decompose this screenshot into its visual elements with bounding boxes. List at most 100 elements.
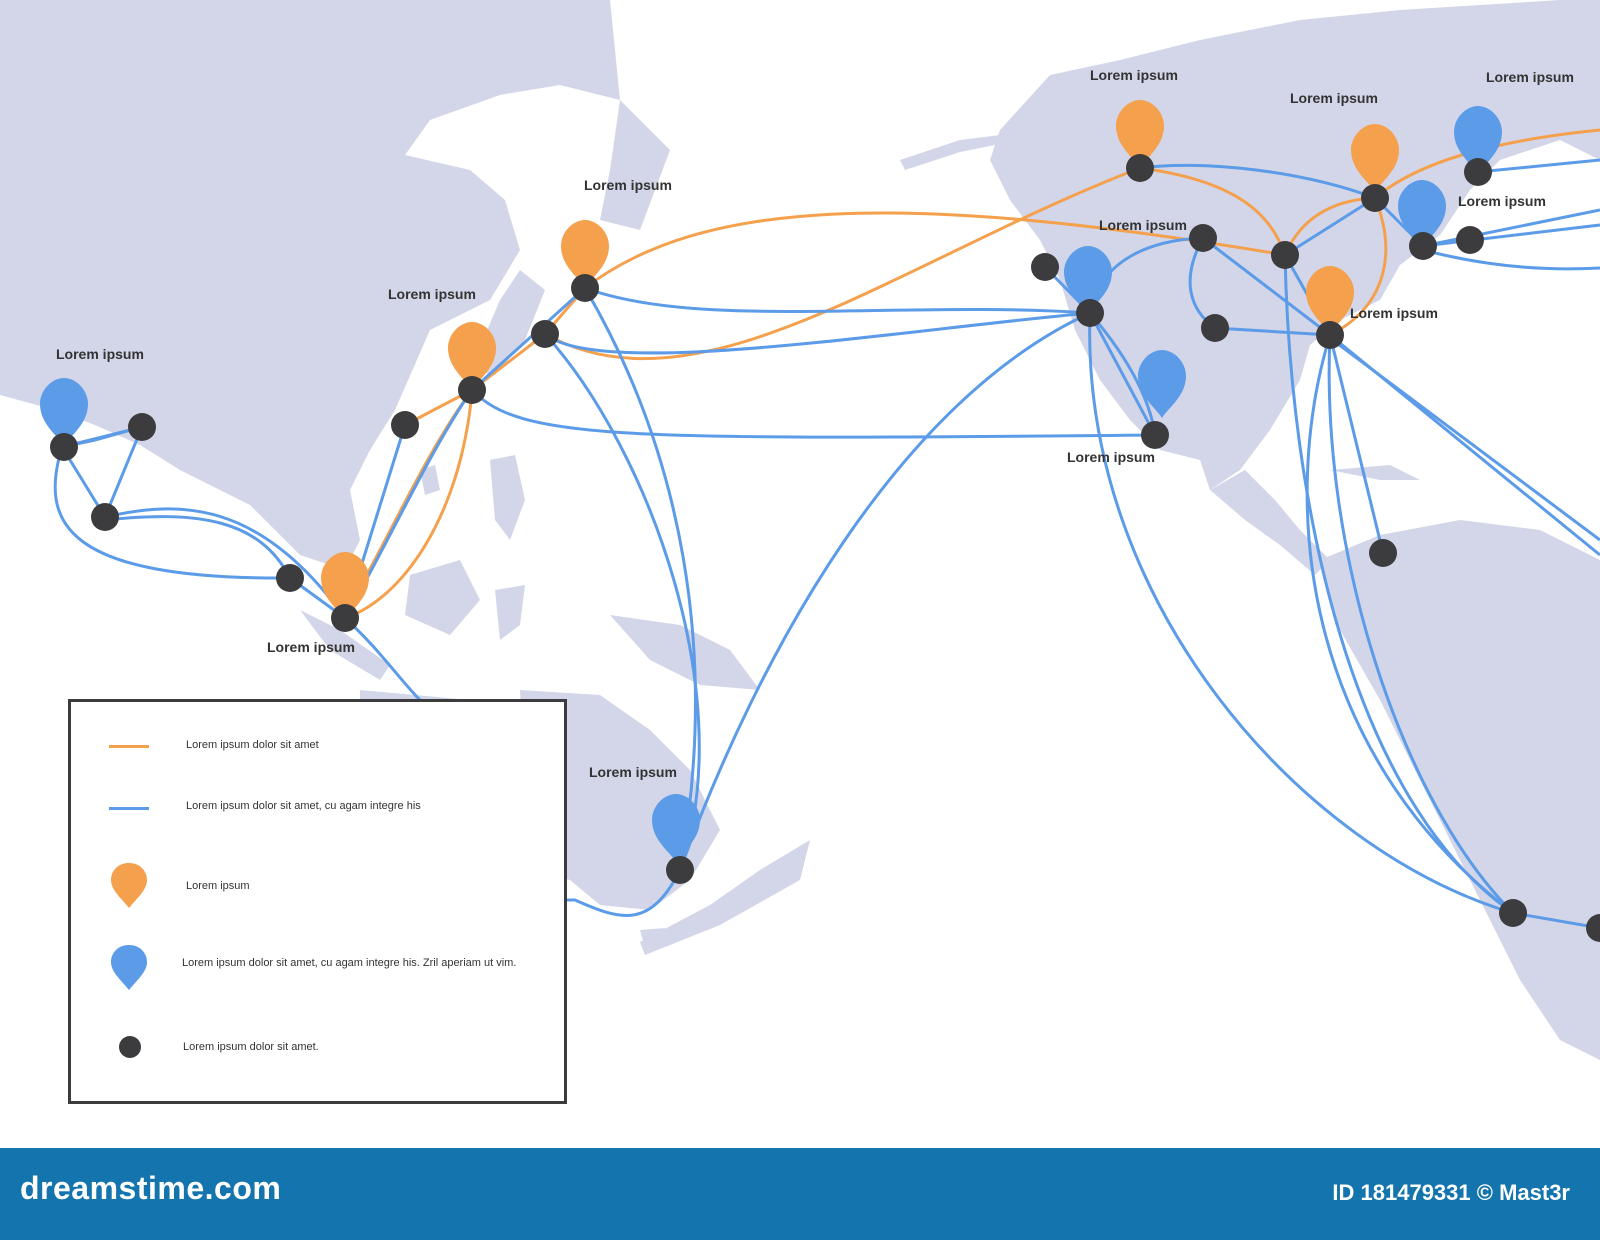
map-pin-blue-icon[interactable]	[652, 794, 700, 862]
route-blue	[678, 311, 1091, 871]
route-orange	[404, 287, 587, 427]
node-dot-icon[interactable]	[1126, 154, 1154, 182]
map-legend: Lorem ipsum dolor sit amet Lorem ipsum d…	[68, 699, 567, 1104]
legend-orange-line-swatch	[109, 745, 149, 748]
routes	[53, 128, 1600, 930]
map-pin-blue-icon[interactable]	[1454, 106, 1502, 174]
map-label: Lorem ipsum	[1458, 193, 1546, 209]
node-dot-icon[interactable]	[1409, 232, 1437, 260]
map-label: Lorem ipsum	[589, 764, 677, 780]
route-orange	[1329, 197, 1388, 337]
node-dot-icon[interactable]	[571, 274, 599, 302]
footer-bar: dreamstime.com ID 181479331 © Mast3r	[0, 1148, 1600, 1240]
route-blue	[1088, 312, 1514, 915]
route-blue	[61, 425, 143, 449]
landmass-taiwan	[420, 465, 440, 495]
route-blue	[584, 286, 1091, 315]
map-pin-orange-icon[interactable]	[1306, 266, 1354, 334]
map-label: Lorem ipsum	[1350, 305, 1438, 321]
nodes	[50, 154, 1600, 942]
route-blue	[1328, 334, 1385, 554]
node-dot-icon[interactable]	[1189, 224, 1217, 252]
map-pin-orange-icon[interactable]	[561, 220, 609, 288]
landmass-south-america	[1320, 520, 1600, 1060]
node-dot-icon[interactable]	[1141, 421, 1169, 449]
node-dot-icon[interactable]	[391, 411, 419, 439]
landmass-australia	[520, 690, 720, 910]
node-dot-icon[interactable]	[458, 376, 486, 404]
map-label: Lorem ipsum	[1486, 69, 1574, 85]
map-label: Lorem ipsum	[1290, 90, 1378, 106]
map-pin-orange-icon[interactable]	[1116, 100, 1164, 168]
map-label: Lorem ipsum	[267, 639, 355, 655]
node-dot-icon[interactable]	[50, 433, 78, 461]
node-dot-icon[interactable]	[1369, 539, 1397, 567]
route-blue	[583, 287, 697, 871]
node-dot-icon[interactable]	[1361, 184, 1389, 212]
route-blue	[343, 616, 422, 702]
landmass-central-america	[1210, 470, 1330, 575]
node-dot-icon[interactable]	[276, 564, 304, 592]
map-label: Lorem ipsum	[1067, 449, 1155, 465]
route-blue	[1284, 196, 1376, 257]
route-orange	[584, 211, 1286, 290]
legend-orange-pin-label: Lorem ipsum	[186, 880, 250, 892]
map-pin-orange-icon[interactable]	[1351, 124, 1399, 192]
map-pin-orange-icon[interactable]	[448, 322, 496, 390]
node-dot-icon[interactable]	[91, 503, 119, 531]
landmass-new-zealand	[640, 840, 810, 955]
node-dot-icon[interactable]	[1271, 241, 1299, 269]
route-blue	[1283, 254, 1514, 915]
legend-node-label: Lorem ipsum dolor sit amet.	[183, 1041, 319, 1053]
node-dot-icon[interactable]	[1464, 158, 1492, 186]
map-pin-blue-icon[interactable]	[40, 378, 88, 446]
node-dot-icon[interactable]	[1201, 314, 1229, 342]
route-blue	[544, 311, 1091, 355]
node-dot-icon[interactable]	[128, 413, 156, 441]
world-map: Lorem ipsum Lorem ipsum Lorem ipsum Lore…	[0, 0, 1600, 1104]
map-pin-orange-icon[interactable]	[321, 552, 369, 620]
route-blue	[1305, 334, 1514, 915]
node-dot-icon[interactable]	[666, 856, 694, 884]
route-blue	[543, 332, 701, 871]
route-blue	[1477, 158, 1600, 174]
route-blue	[1327, 334, 1515, 915]
map-label: Lorem ipsum	[584, 177, 672, 193]
landmass-new-guinea	[610, 615, 760, 690]
map-pin-blue-icon	[111, 945, 147, 990]
map-label: Lorem ipsum	[56, 346, 144, 362]
landmass-kamchatka	[600, 100, 670, 230]
route-blue	[104, 507, 347, 619]
legend-blue-pin-label: Lorem ipsum dolor sit amet, cu agam inte…	[182, 957, 517, 969]
landmass-borneo	[405, 560, 480, 635]
map-label: Lorem ipsum	[1099, 217, 1187, 233]
node-dot-icon[interactable]	[1031, 253, 1059, 281]
map-label: Lorem ipsum	[388, 286, 476, 302]
map-pin-blue-icon[interactable]	[1138, 350, 1186, 418]
map-pin-blue-icon[interactable]	[1398, 180, 1446, 248]
node-dot-icon[interactable]	[1586, 914, 1600, 942]
route-blue	[104, 515, 292, 579]
route-blue	[470, 388, 1156, 439]
route-orange	[544, 166, 1141, 360]
landmass-sumatra	[300, 610, 390, 680]
brand-logo[interactable]: dreamstime.com	[20, 1170, 282, 1206]
route-blue	[1202, 236, 1331, 337]
node-dot-icon[interactable]	[1499, 899, 1527, 927]
node-dot-icon[interactable]	[1316, 321, 1344, 349]
node-dot-icon[interactable]	[331, 604, 359, 632]
map-pin-blue-icon[interactable]	[1064, 246, 1112, 314]
node-dot-icon[interactable]	[531, 320, 559, 348]
route-blue	[1512, 911, 1600, 930]
landmass-philippines	[490, 455, 525, 540]
route-blue	[470, 286, 587, 392]
route-orange	[344, 391, 474, 620]
node-dot-icon[interactable]	[1076, 299, 1104, 327]
node-dot-icon[interactable]	[1456, 226, 1484, 254]
map-pin-orange-icon	[111, 863, 147, 908]
route-blue	[1422, 223, 1600, 248]
route-blue	[1214, 326, 1331, 337]
pins	[40, 100, 1502, 862]
map-canvas: Lorem ipsum Lorem ipsum Lorem ipsum Lore…	[0, 0, 1600, 1060]
legend-blue-line-swatch	[109, 807, 149, 810]
